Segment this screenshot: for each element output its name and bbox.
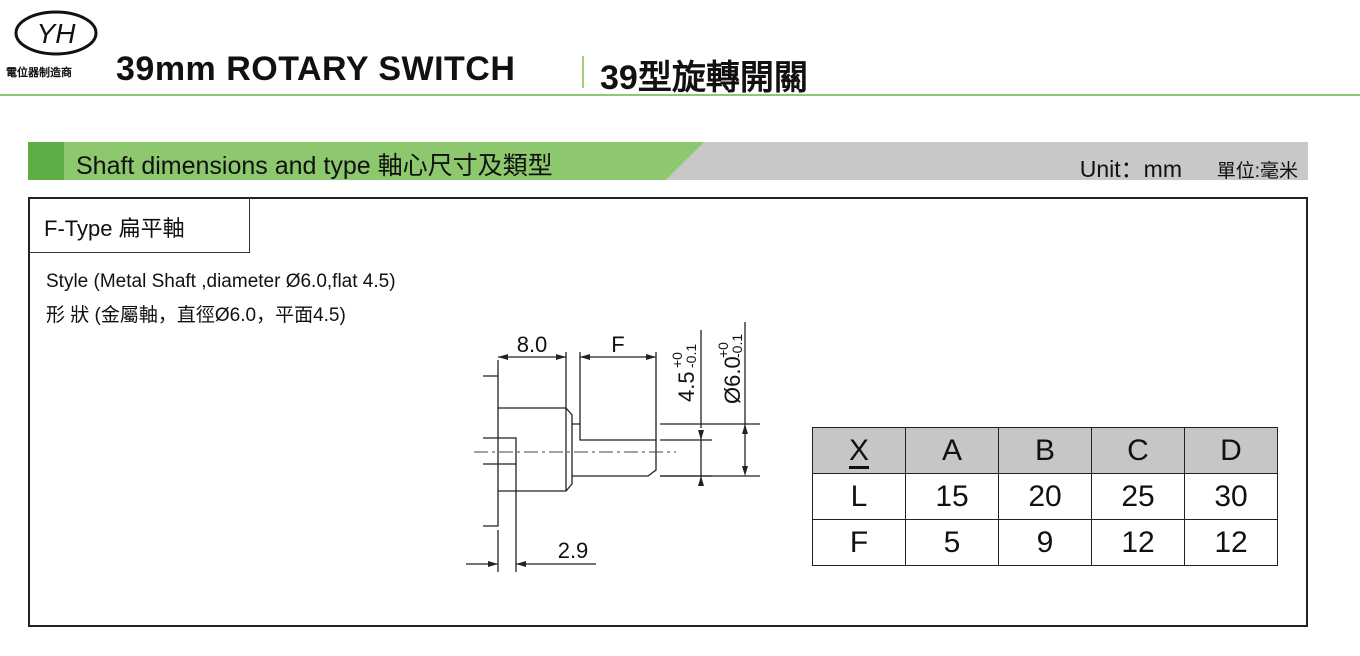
section-bar-accent (28, 142, 64, 180)
logo-caption: 電位器制造商 (6, 67, 72, 79)
section-title: Shaft dimensions and type 軸心尺寸及類型 (76, 152, 553, 180)
table-header-row: X A B C D (812, 427, 1278, 474)
header-rule (0, 94, 1360, 96)
table-cell: 5 (905, 519, 999, 566)
table-header-cell: X (812, 427, 906, 474)
content-frame (28, 197, 1308, 627)
table-header-cell: B (998, 427, 1092, 474)
type-label: F-Type 扁平軸 (44, 216, 185, 241)
unit-label-cn: 單位:毫米 (1216, 161, 1298, 182)
dim-label-a: 8.0 (517, 332, 548, 357)
dim-dia-tol-lower: -0.1 (729, 334, 745, 358)
dim-dia-tol-upper: +0 (715, 342, 731, 358)
dim-flat-tol-lower: -0.1 (683, 344, 699, 368)
yh-logo: YH (14, 10, 98, 56)
table-cell: F (812, 519, 906, 566)
table-cell: 30 (1184, 473, 1278, 520)
table-cell: L (812, 473, 906, 520)
dim-label-diameter: Ø6.0 (720, 356, 745, 404)
table-header-cell: C (1091, 427, 1185, 474)
table-cell: 25 (1091, 473, 1185, 520)
page-title: 39mm ROTARY SWITCH (116, 50, 516, 88)
table-cell: 20 (998, 473, 1092, 520)
title-separator (582, 56, 584, 88)
type-tab (28, 197, 250, 253)
table-cell: 12 (1184, 519, 1278, 566)
unit-label: Unit：mm (1079, 156, 1182, 182)
section-bar-highlight (64, 142, 704, 180)
page-title-cn: 39型旋轉開關 (600, 59, 808, 97)
table-header-cell: A (905, 427, 999, 474)
table-cell: 12 (1091, 519, 1185, 566)
style-description-cn: 形 狀 (金屬軸，直徑Ø6.0，平面4.5) (46, 305, 346, 326)
shaft-drawing: 8.0 F 2.9 4.5 +0 -0.1 Ø6.0 +0 -0.1 (466, 322, 760, 572)
logo-text: YH (37, 18, 77, 49)
dim-label-bottom: 2.9 (558, 538, 589, 563)
dim-label-f: F (611, 332, 624, 357)
dim-flat-tol-upper: +0 (669, 352, 685, 368)
table-header-cell: D (1184, 427, 1278, 474)
style-description: Style (Metal Shaft ,diameter Ø6.0,flat 4… (46, 271, 396, 292)
table-cell: 15 (905, 473, 999, 520)
dim-label-flat: 4.5 (674, 371, 699, 402)
table-row: L 15 20 25 30 (812, 473, 1278, 520)
table-cell: 9 (998, 519, 1092, 566)
dimension-table: X A B C D L 15 20 25 30 F 5 9 12 12 (812, 427, 1278, 566)
table-row: F 5 9 12 12 (812, 519, 1278, 566)
